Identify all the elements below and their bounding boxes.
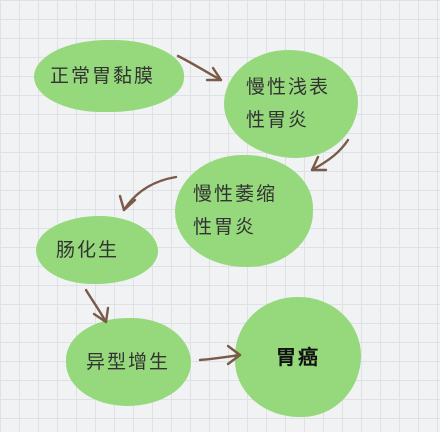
node-normal-mucosa-label: 正常胃黏膜 — [50, 64, 156, 87]
arrow-dysplasia-to-cancer — [198, 344, 242, 366]
node-chronic-superficial-gastritis-label: 慢性浅表 性胃炎 — [246, 76, 331, 131]
node-gastric-cancer: 胃癌 — [235, 297, 361, 417]
arrow-atrophic-to-metaplasia — [118, 175, 178, 212]
node-chronic-superficial-gastritis: 慢性浅表 性胃炎 — [224, 50, 358, 158]
arrow-metaplasia-to-dysplasia — [84, 288, 110, 324]
node-dysplasia-label: 异型增生 — [86, 350, 171, 373]
node-intestinal-metaplasia: 肠化生 — [36, 216, 158, 284]
node-intestinal-metaplasia-label: 肠化生 — [56, 238, 120, 261]
node-chronic-atrophic-gastritis-label: 慢性萎缩 性胃炎 — [193, 183, 278, 238]
arrow-superficial-to-atrophic — [310, 138, 350, 172]
node-normal-mucosa: 正常胃黏膜 — [34, 40, 184, 112]
node-chronic-atrophic-gastritis: 慢性萎缩 性胃炎 — [175, 155, 313, 267]
arrow-normal-to-superficial — [176, 54, 223, 82]
node-dysplasia: 异型增生 — [66, 318, 191, 406]
node-gastric-cancer-label: 胃癌 — [276, 345, 320, 369]
